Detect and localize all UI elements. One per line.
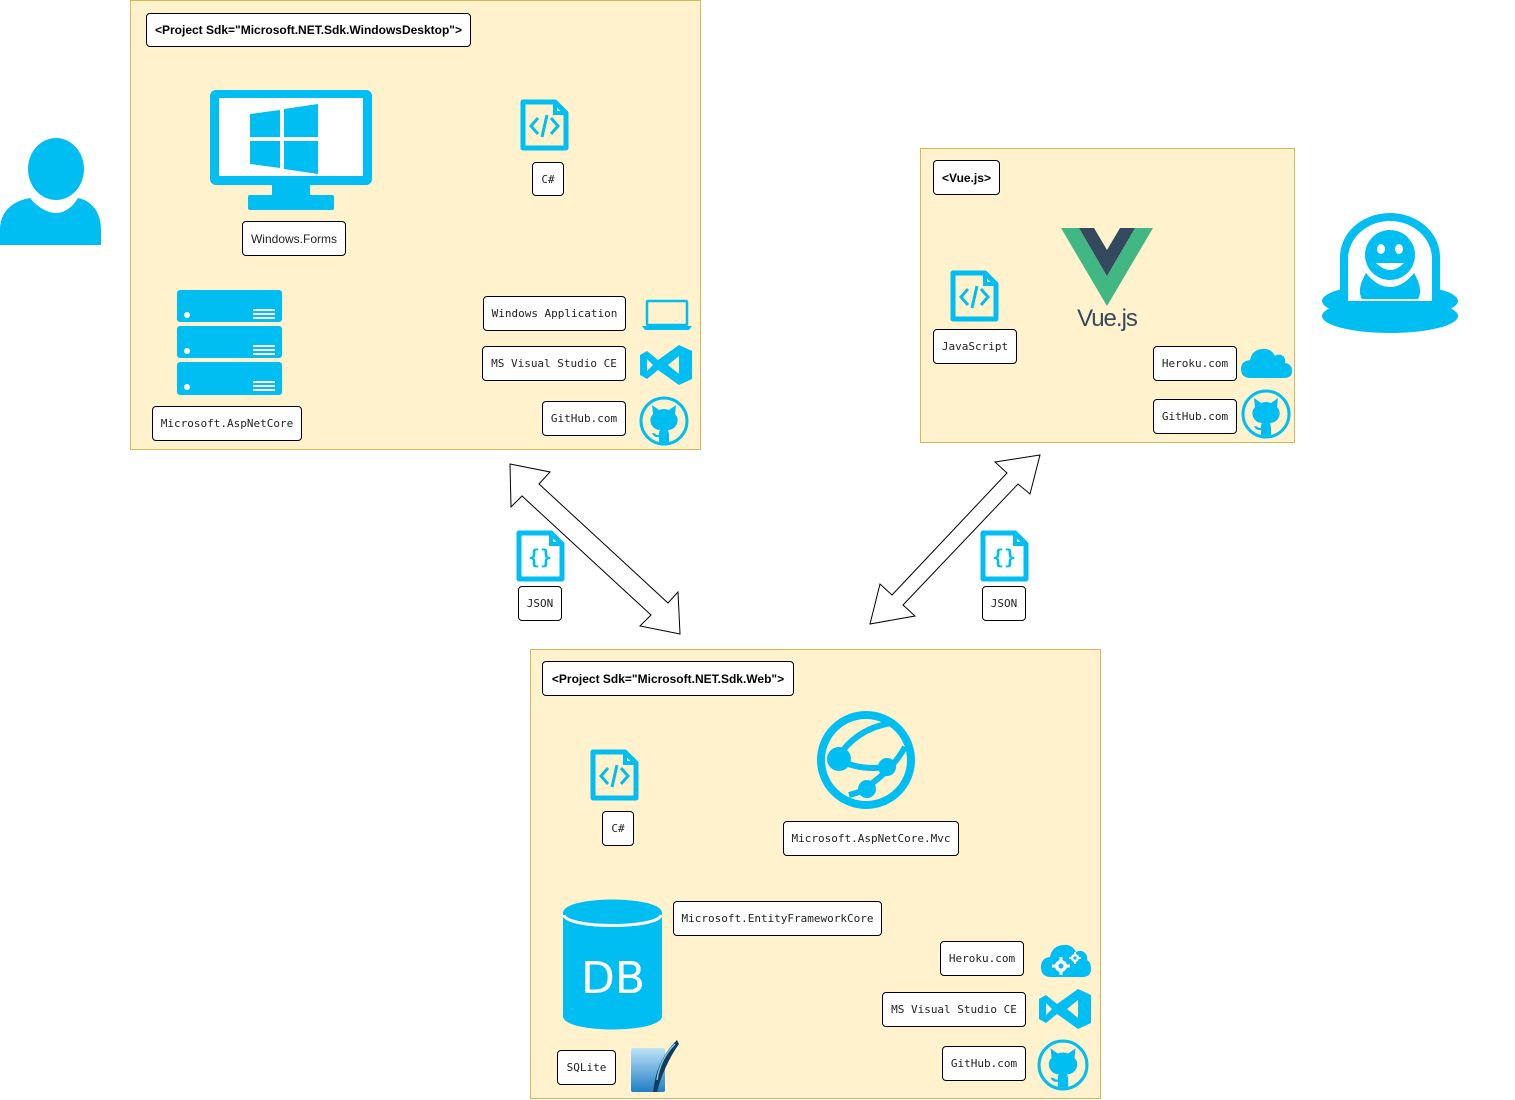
cloud-gears-icon (1041, 941, 1091, 979)
github-icon (639, 396, 689, 446)
desktop-aspnetcore-label: Microsoft.AspNetCore (152, 406, 302, 441)
svg-text:{}: {} (992, 545, 1016, 569)
vue-github-label: GitHub.com (1153, 399, 1237, 434)
windows-application-label: Windows Application (483, 296, 626, 331)
laptop-icon (642, 299, 692, 331)
javascript-label: JavaScript (933, 329, 1017, 364)
csharp-code-file-icon (520, 99, 569, 151)
web-github-label: GitHub.com (942, 1046, 1026, 1081)
aspnetcore-mvc-label: Microsoft.AspNetCore.Mvc (783, 821, 959, 856)
vue-project-panel: <Vue.js> Vue.js JavaScript Heroku.com Gi… (920, 148, 1295, 443)
vue-project-header: <Vue.js> (933, 160, 1000, 195)
svg-text:{}: {} (528, 545, 552, 569)
windows-monitor-icon (210, 90, 373, 212)
json-file-icon: {} (980, 530, 1029, 582)
desktop-project-panel: <Project Sdk="Microsoft.NET.Sdk.WindowsD… (130, 0, 701, 450)
cloud-icon (1241, 346, 1292, 379)
winforms-label: Windows.Forms (242, 221, 346, 256)
web-globe-icon (815, 709, 917, 811)
visual-studio-icon (640, 345, 693, 385)
desktop-project-header: <Project Sdk="Microsoft.NET.Sdk.WindowsD… (146, 13, 471, 47)
desktop-visual-studio-label: MS Visual Studio CE (482, 346, 626, 381)
server-stack-icon (177, 290, 283, 396)
database-icon: DB (563, 899, 662, 1031)
alien-ufo-icon (1320, 213, 1460, 335)
desktop-csharp-label: C# (532, 162, 564, 196)
web-project-panel: <Project Sdk="Microsoft.NET.Sdk.Web"> C#… (530, 649, 1101, 1099)
web-project-header: <Project Sdk="Microsoft.NET.Sdk.Web"> (542, 661, 794, 696)
web-heroku-label: Heroku.com (940, 941, 1024, 976)
github-icon (1241, 389, 1291, 439)
user-icon (0, 138, 102, 246)
db-text: DB (581, 953, 645, 1004)
json-label-left: JSON (518, 586, 562, 621)
vue-logo-icon (1061, 228, 1153, 306)
github-icon (1037, 1039, 1089, 1091)
csharp-code-file-icon (590, 749, 639, 801)
desktop-web-arrow (509, 463, 681, 635)
json-file-icon: {} (516, 530, 565, 582)
web-csharp-label: C# (602, 811, 634, 846)
entity-framework-label: Microsoft.EntityFrameworkCore (673, 901, 882, 936)
vue-logo-text: Vue.js (1077, 305, 1138, 332)
javascript-code-file-icon (950, 270, 999, 322)
vue-heroku-label: Heroku.com (1153, 346, 1237, 381)
desktop-github-label: GitHub.com (542, 401, 626, 436)
sqlite-feather-icon (631, 1040, 683, 1094)
sqlite-label: SQLite (557, 1050, 616, 1085)
json-label-right: JSON (982, 586, 1026, 621)
vue-web-arrow (869, 454, 1041, 625)
web-visual-studio-label: MS Visual Studio CE (882, 992, 1026, 1027)
visual-studio-icon (1039, 989, 1092, 1029)
